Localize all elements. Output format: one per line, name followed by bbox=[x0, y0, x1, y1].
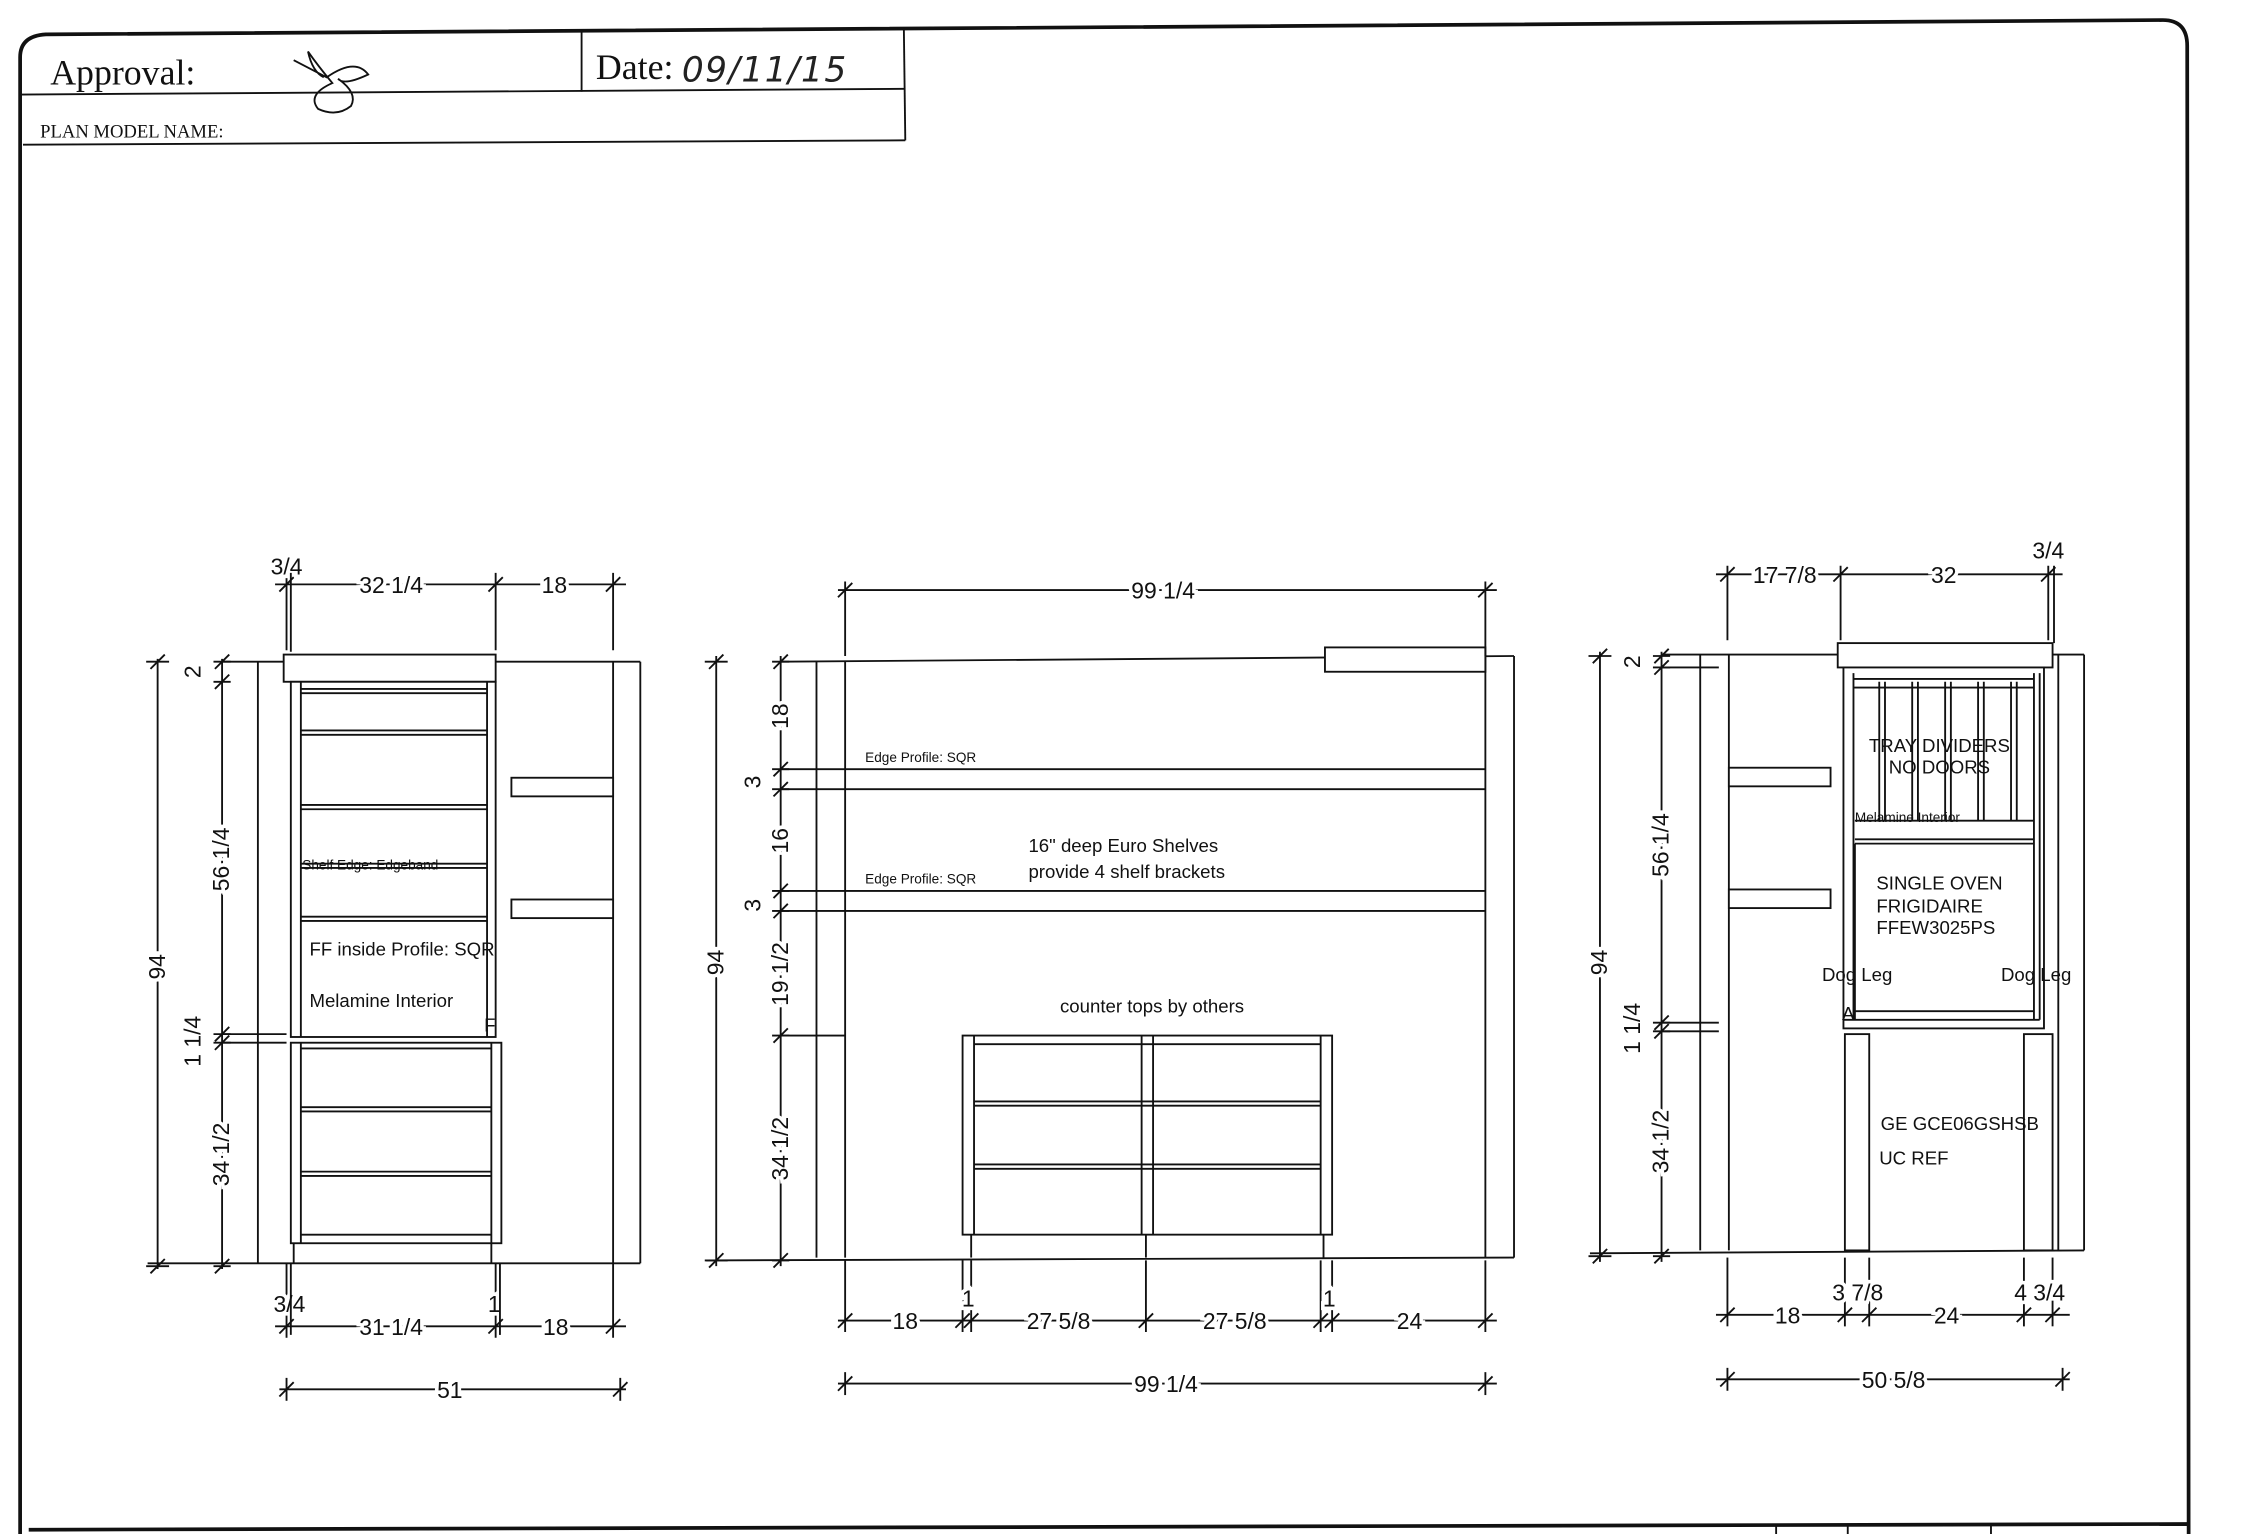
left-elevation: Shelf Edge: Edgeband FF inside Profile: … bbox=[147, 653, 642, 1265]
dimension-label: 56 1/4 bbox=[208, 827, 234, 891]
dimension-label: 1 bbox=[962, 1285, 975, 1311]
dimension-label: 94 bbox=[144, 954, 170, 980]
dimension-label: 24 bbox=[1397, 1308, 1423, 1334]
dimension-label: 99 1/4 bbox=[1131, 578, 1195, 604]
note-interior: Melamine Interior bbox=[309, 990, 453, 1011]
right-elevation: TRAY DIVIDERS NO DOORS Melamine Interior… bbox=[1589, 642, 2086, 1255]
dimension-label: 1 bbox=[488, 1291, 501, 1317]
dimension-label: 1 bbox=[1323, 1285, 1336, 1311]
dimension-label: 3/4 bbox=[2032, 538, 2064, 564]
dimension-label: 18 bbox=[542, 572, 567, 598]
dimension-label: 99 1/4 bbox=[1134, 1371, 1198, 1397]
shelf-bracket bbox=[510, 776, 615, 798]
dimension-label: 56 1/4 bbox=[1648, 813, 1674, 877]
note-shelf-brackets: provide 4 shelf brackets bbox=[1028, 861, 1225, 882]
approval-signature bbox=[293, 51, 370, 114]
dimension-label: 18 bbox=[767, 703, 793, 728]
note-shelf-edge: Shelf Edge: Edgeband bbox=[302, 857, 438, 872]
note-dog-leg-right: Dog Leg bbox=[2001, 964, 2071, 985]
dimension-label: 31 1/4 bbox=[359, 1314, 423, 1340]
note-ff-profile: FF inside Profile: SQR bbox=[309, 938, 494, 959]
dimension-label: 1 1/4 bbox=[1619, 1003, 1645, 1054]
dimension-label: 32 1/4 bbox=[359, 572, 423, 598]
shelf-bracket bbox=[1727, 766, 1832, 788]
dimension-label: 18 bbox=[543, 1314, 568, 1340]
note-no-doors: NO DOORS bbox=[1889, 756, 1990, 777]
note-edge-profile: Edge Profile: SQR bbox=[865, 872, 976, 887]
dimension-label: 2 bbox=[1619, 655, 1645, 668]
dimension-label: 34 1/2 bbox=[208, 1123, 234, 1187]
plan-model-name-label: PLAN MODEL NAME: bbox=[40, 122, 223, 143]
tray-dividers bbox=[1878, 681, 2018, 821]
note-countertops: counter tops by others bbox=[1060, 996, 1244, 1017]
dimension-label: 3/4 bbox=[271, 553, 303, 579]
dimension-label: 19 1/2 bbox=[767, 942, 793, 1006]
dimension-label: 3 bbox=[740, 776, 766, 789]
note-dog-leg-left: Dog Leg bbox=[1822, 964, 1892, 985]
note-euro-shelves: 16" deep Euro Shelves bbox=[1028, 835, 1218, 856]
center-elevation: Edge Profile: SQR Edge Profile: SQR 16" … bbox=[706, 646, 1515, 1262]
dimension-label: 34 1/2 bbox=[767, 1117, 793, 1181]
note-marker-a: A bbox=[1842, 1003, 1855, 1024]
dimension-label: 27 5/8 bbox=[1203, 1308, 1267, 1334]
dimension-label: 51 bbox=[437, 1377, 462, 1403]
sheet-frame bbox=[18, 18, 2191, 1534]
dimension-label: 34 1/2 bbox=[1648, 1110, 1674, 1174]
dimension-label: 3 7/8 bbox=[1832, 1280, 1883, 1306]
dimension-label: 50 5/8 bbox=[1862, 1367, 1926, 1393]
date-value: 09/11/15 bbox=[682, 51, 848, 91]
dimension-label: 3/4 bbox=[273, 1291, 305, 1317]
dimension-label: 32 bbox=[1931, 562, 1956, 588]
shelf-bracket bbox=[1727, 888, 1832, 910]
note-marker-f: F bbox=[484, 1014, 495, 1035]
note-ref-label: UC REF bbox=[1879, 1147, 1948, 1168]
note-ref-model: GE GCE06GSHSB bbox=[1881, 1113, 2039, 1134]
dimension-label: 2 bbox=[180, 665, 206, 678]
dimension-label: 18 bbox=[893, 1308, 918, 1334]
dimension-label: 4 3/4 bbox=[2014, 1280, 2065, 1306]
dimension-label: 94 bbox=[1586, 950, 1612, 976]
dimension-label: 17 7/8 bbox=[1753, 562, 1817, 588]
note-oven-type: SINGLE OVEN bbox=[1876, 872, 2002, 893]
note-oven-model: FFEW3025PS bbox=[1876, 917, 1995, 938]
note-oven-brand: FRIGIDAIRE bbox=[1876, 895, 1982, 916]
date-label: Date: bbox=[596, 47, 674, 87]
approval-title-block: Approval: Date: 09/11/15 PLAN MODEL NAME… bbox=[20, 28, 907, 146]
dimension-label: 1 1/4 bbox=[180, 1016, 206, 1067]
dimension-label: 24 bbox=[1934, 1302, 1960, 1328]
dimension-label: 3 bbox=[740, 899, 766, 912]
dimension-label: 27 5/8 bbox=[1027, 1308, 1091, 1334]
shelf-bracket bbox=[510, 898, 615, 920]
note-tray-dividers: TRAY DIVIDERS bbox=[1869, 735, 2010, 756]
approval-label: Approval: bbox=[50, 53, 195, 93]
dimension-label: 16 bbox=[767, 828, 793, 853]
dimension-label: 94 bbox=[702, 950, 728, 976]
dimension-label: 18 bbox=[1775, 1302, 1800, 1328]
note-edge-profile: Edge Profile: SQR bbox=[865, 750, 976, 765]
note-interior: Melamine Interior bbox=[1855, 810, 1960, 825]
